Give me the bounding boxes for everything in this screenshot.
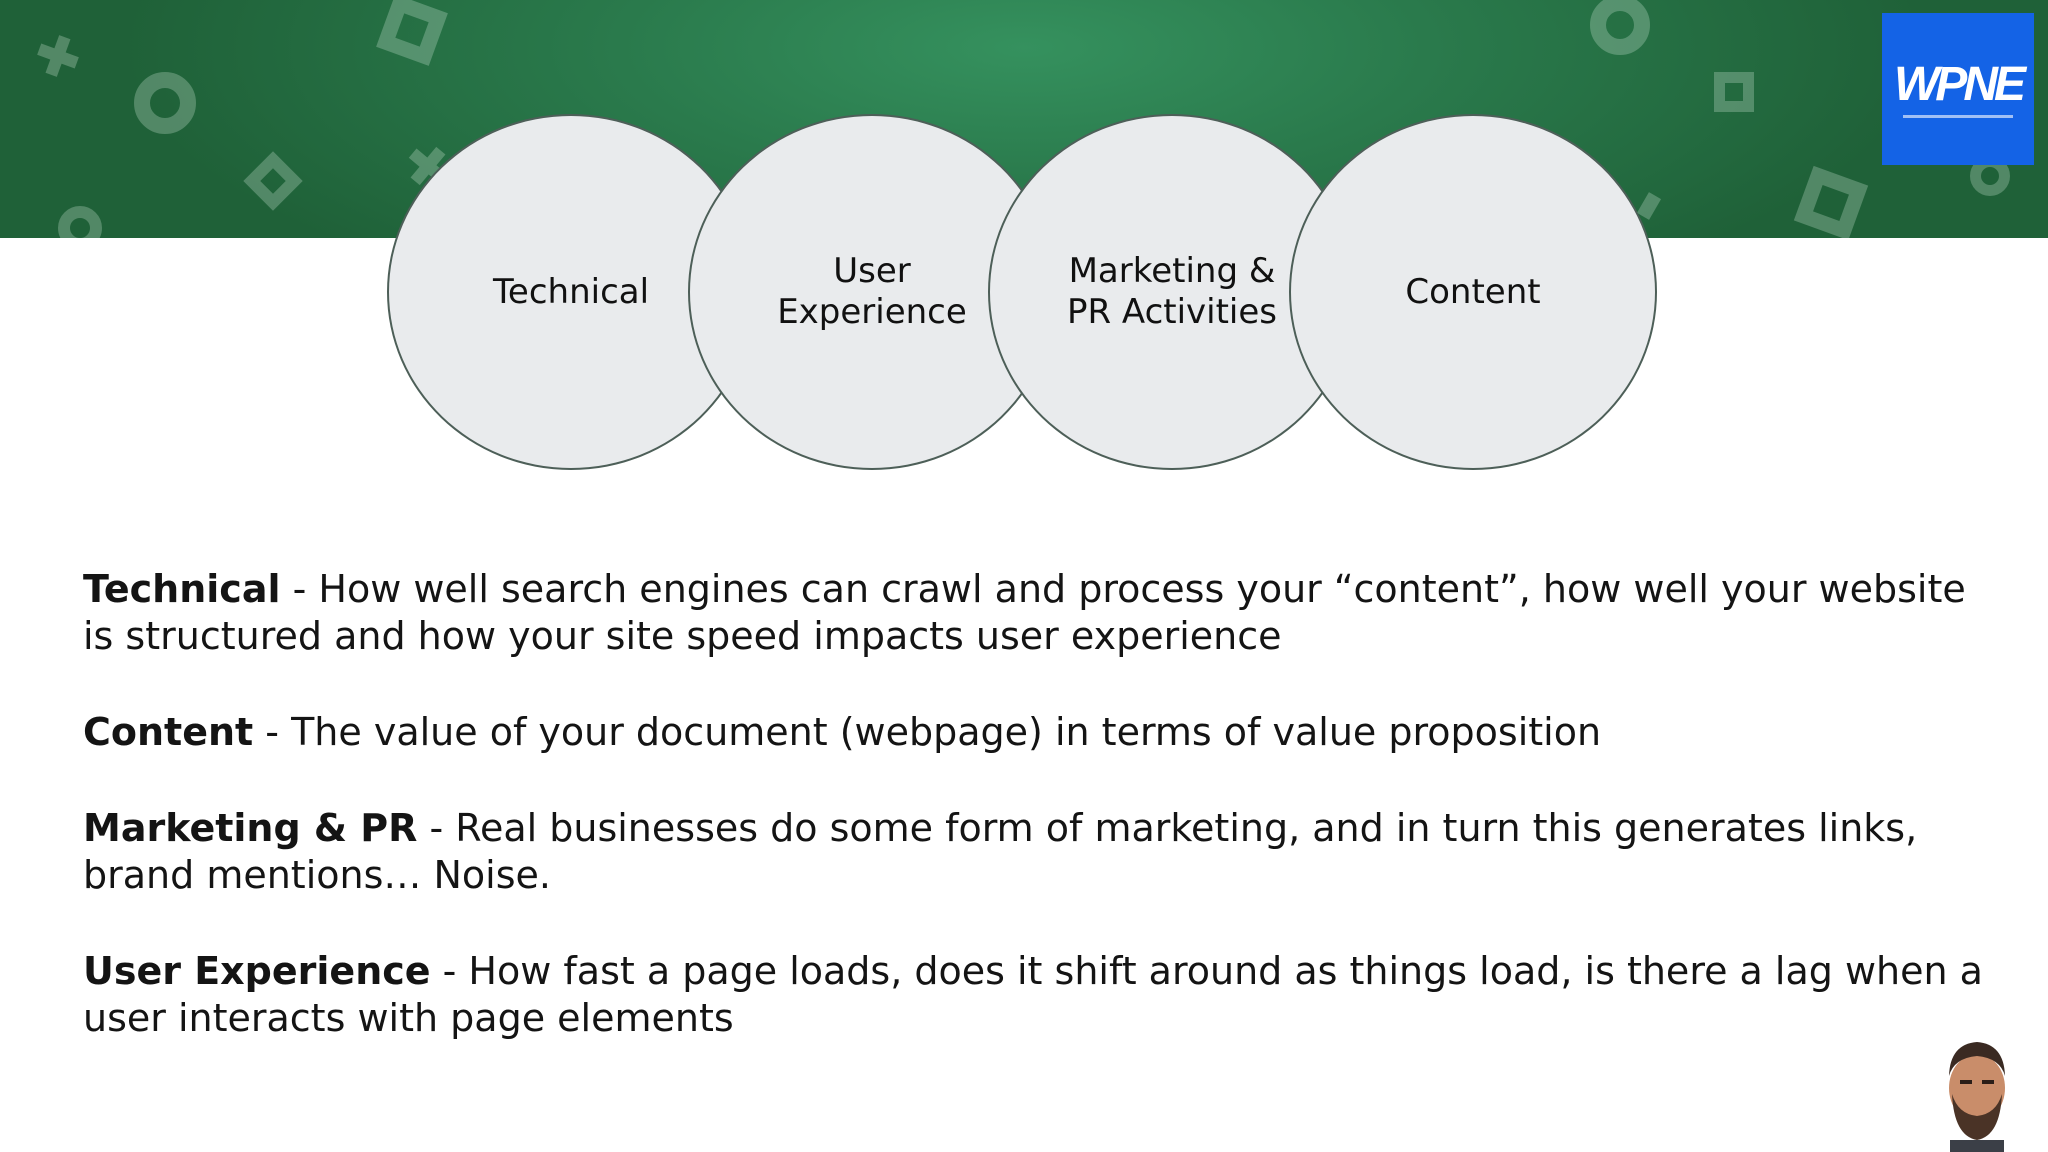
definition-term: Content — [83, 710, 254, 754]
definition-term: Technical — [83, 567, 281, 611]
circle-label: Content — [1405, 271, 1541, 312]
circle-label: Marketing & PR Activities — [1066, 251, 1278, 332]
logo-text: WPNE — [1894, 57, 2026, 111]
definition-text: - Real businesses do some form of market… — [83, 806, 1918, 897]
square-shape-icon — [376, 0, 448, 66]
diamond-shape-icon — [1793, 165, 1869, 238]
definition-technical: Technical - How well search engines can … — [83, 566, 1983, 660]
plus-shape-icon — [32, 30, 83, 81]
circle-label: User Experience — [777, 251, 967, 332]
ring-shape-icon — [58, 206, 102, 238]
definition-marketing-pr: Marketing & PR - Real businesses do some… — [83, 805, 1983, 899]
definition-term: User Experience — [83, 949, 431, 993]
definition-user-experience: User Experience - How fast a page loads,… — [83, 948, 1983, 1042]
bar-shape-icon — [1636, 192, 1662, 220]
definition-content: Content - The value of your document (we… — [83, 709, 1983, 756]
logo-tagline-bar — [1903, 114, 2013, 118]
definition-term: Marketing & PR — [83, 806, 418, 850]
definition-text: - How fast a page loads, does it shift a… — [83, 949, 1983, 1040]
circle-label: Technical — [492, 271, 650, 312]
diamond-shape-icon — [243, 151, 303, 211]
circle-content: Content — [1289, 114, 1657, 470]
definition-text: - The value of your document (webpage) i… — [253, 710, 1602, 754]
definition-text: - How well search engines can crawl and … — [83, 567, 1966, 658]
square-shape-icon — [1714, 72, 1754, 112]
ring-shape-icon — [1590, 0, 1650, 55]
company-logo: WPNE — [1882, 13, 2034, 165]
presenter-avatar — [1949, 1042, 2005, 1152]
ring-shape-icon — [134, 72, 196, 134]
